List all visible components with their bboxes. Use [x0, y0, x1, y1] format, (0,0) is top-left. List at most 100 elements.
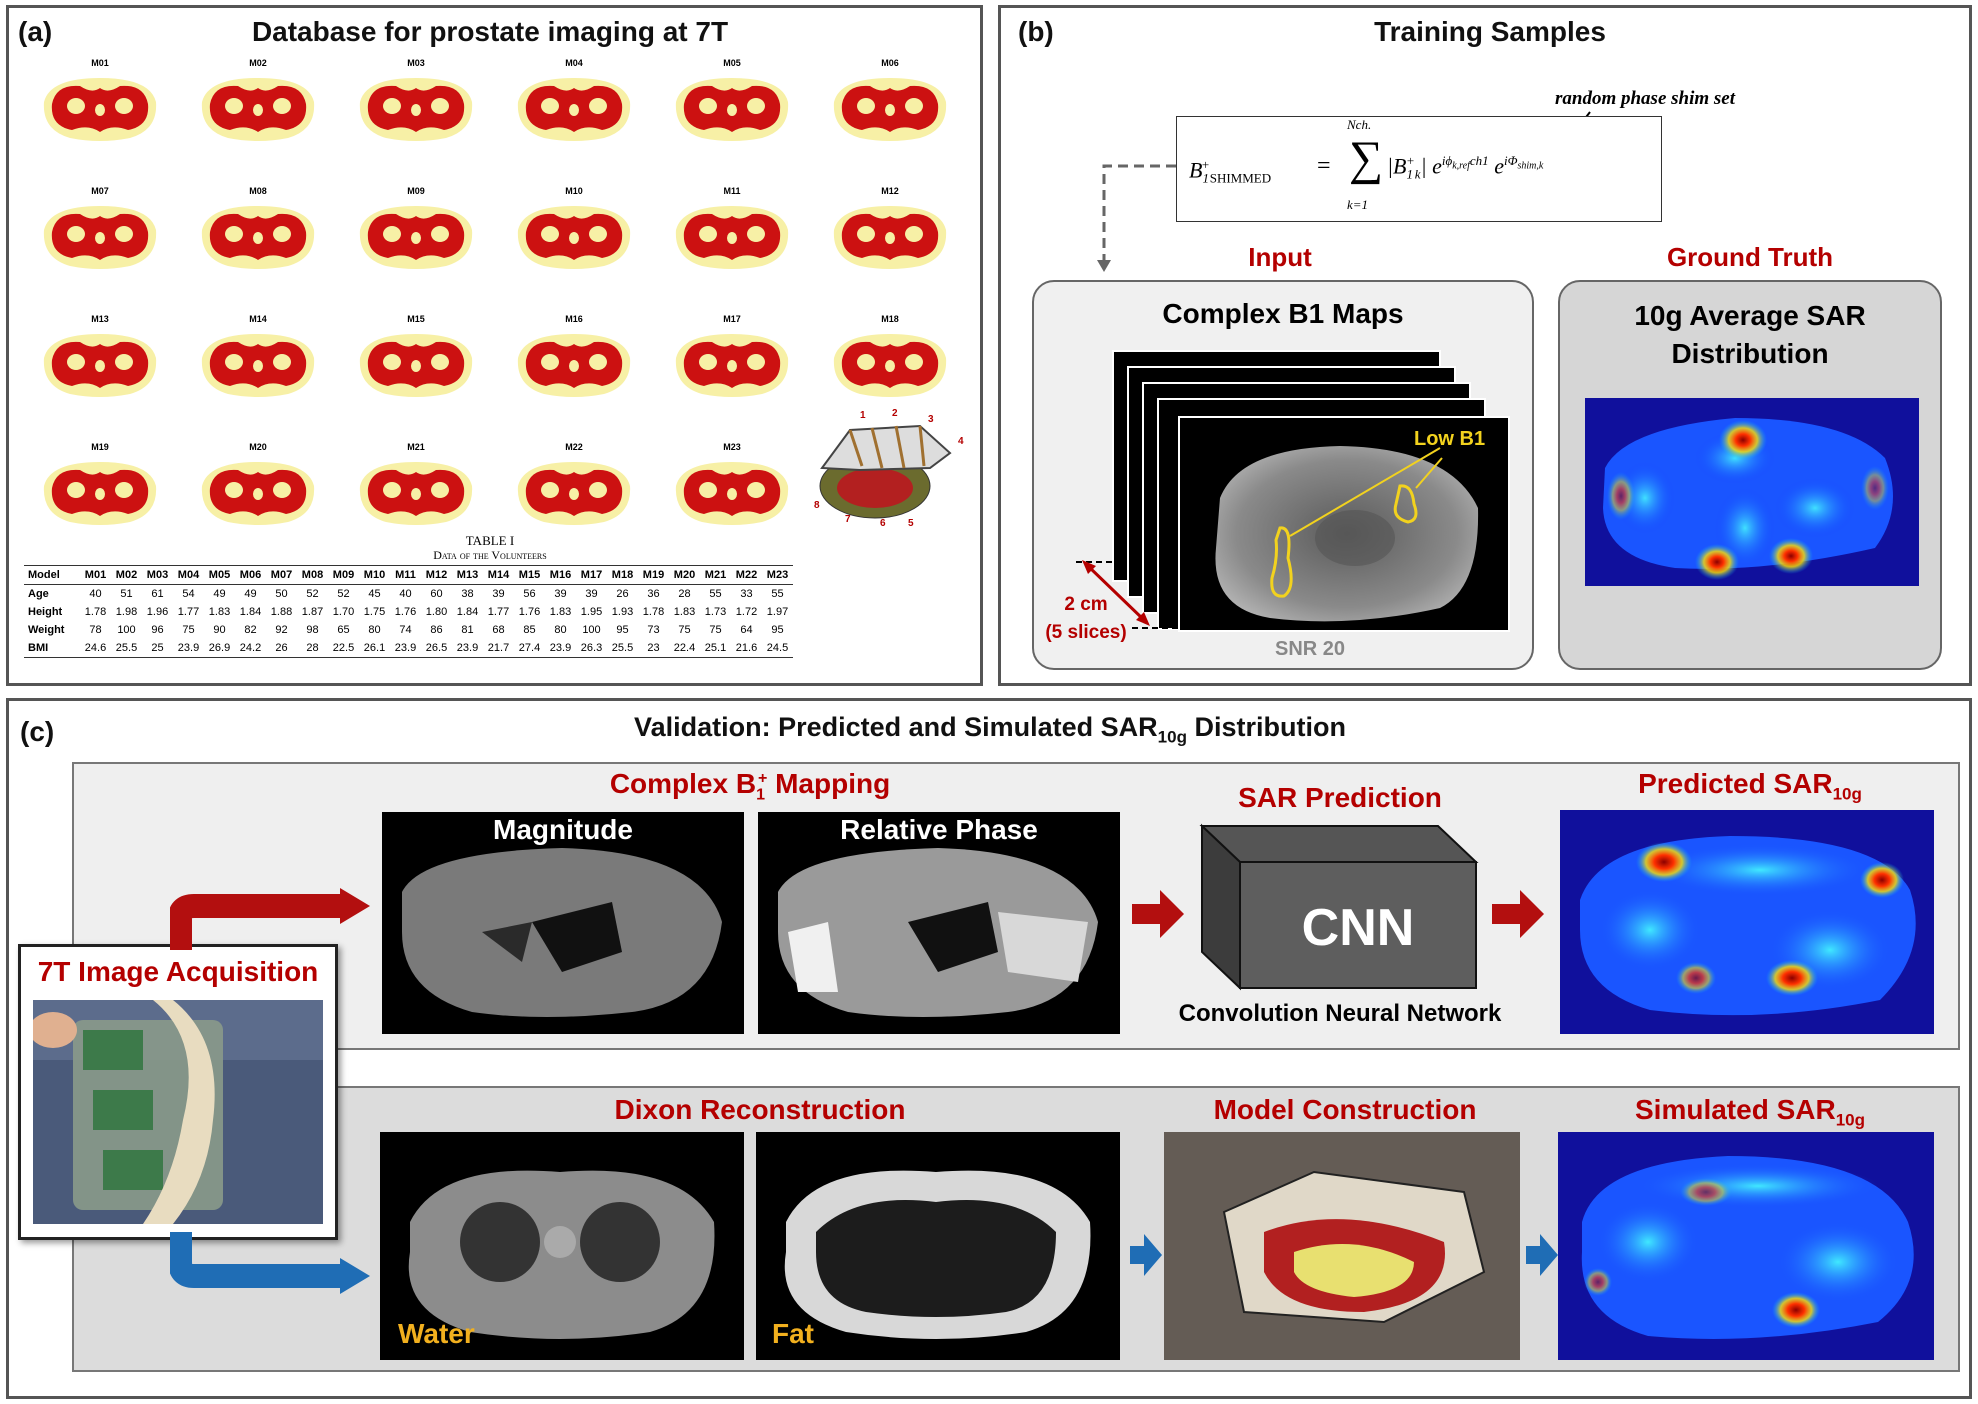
coil-inner-ellipse: [837, 468, 913, 508]
eq-sum: ∑: [1349, 132, 1384, 185]
table-cell: 100: [117, 624, 136, 636]
model-label: M03: [407, 58, 425, 68]
pelvis-model-image: [517, 462, 631, 525]
model-label: M21: [407, 442, 425, 452]
table-cell: 55: [771, 588, 784, 600]
table-header-cell: M22: [731, 565, 762, 585]
panel-c-label: (c): [20, 716, 55, 747]
table-cell: 21.7: [483, 639, 514, 658]
table-cell: 98: [306, 624, 319, 636]
table-header-cell: M13: [452, 565, 483, 585]
pelvis-model-image: [833, 78, 947, 141]
blue-branch-arrow: [170, 1232, 370, 1294]
table-cell: 26.3: [576, 639, 607, 658]
table-cell: 52: [337, 588, 350, 600]
table-cell: 1.78: [84, 606, 107, 618]
model-label: M02: [249, 58, 267, 68]
pelvis-model-image: [201, 334, 315, 397]
table-header-cell: M02: [111, 565, 142, 585]
sar-prediction-title: SAR Prediction: [1238, 782, 1442, 813]
arrow-to-model: [1130, 1234, 1162, 1276]
equation-box: B1+SHIMMED = Nch. ∑ k=1 |B1+k| eiϕk,refc…: [1176, 116, 1662, 222]
pelvis-model-image: [675, 462, 789, 525]
table-cell: 1.84: [239, 606, 262, 618]
table-cell: 75: [678, 624, 691, 636]
table-cell: 86: [430, 624, 443, 636]
arrow-to-simulated: [1526, 1234, 1558, 1276]
table-cell: 68: [492, 624, 505, 636]
pelvis-model-image: [43, 462, 157, 525]
eq-equals: =: [1317, 153, 1331, 179]
panel-a-title: Database for prostate imaging at 7T: [251, 16, 729, 47]
table-cell: 78: [89, 624, 102, 636]
fat-image: [756, 1132, 1120, 1360]
model-label: M23: [723, 442, 741, 452]
table-cell: 80: [554, 624, 567, 636]
cnn-label: CNN: [1301, 899, 1415, 957]
dashed-connector: [1097, 164, 1176, 272]
gt-sar-map: [1585, 398, 1919, 586]
pelvis-model-image: [201, 206, 315, 269]
table-cell: 23.9: [173, 639, 204, 658]
pelvis-model-image: [675, 78, 789, 141]
pelvis-model-image: [359, 334, 473, 397]
table-cell: 81: [461, 624, 474, 636]
table-cell: 26: [266, 639, 297, 658]
table-header-cell: M08: [297, 565, 328, 585]
table-cell: 100: [582, 624, 601, 636]
table-cell: 25.1: [700, 639, 731, 658]
table-cell: 24.6: [80, 639, 111, 658]
table-cell: 61: [151, 588, 164, 600]
table-cell: 96: [151, 624, 164, 636]
table-cell: 26.5: [421, 639, 452, 658]
table-cell: 39: [554, 588, 567, 600]
model-label: M18: [881, 314, 899, 324]
model-label: M05: [723, 58, 741, 68]
water-image: [380, 1132, 744, 1360]
table-row-label: Height: [28, 606, 63, 618]
table-cell: 1.77: [177, 606, 200, 618]
model-label: M14: [249, 314, 267, 324]
table-cell: 82: [244, 624, 257, 636]
relative-phase-image: [758, 812, 1120, 1034]
coil-num-7: 7: [845, 514, 851, 525]
table-cell: 33: [740, 588, 753, 600]
model-construction-image: [1164, 1132, 1520, 1360]
table-header-cell: Model: [24, 565, 80, 585]
table-header-cell: M12: [421, 565, 452, 585]
table-cell: 74: [399, 624, 412, 636]
pelvis-model-image: [201, 462, 315, 525]
table-cell: 36: [647, 588, 660, 600]
model-label: M19: [91, 442, 109, 452]
table-cell: 95: [616, 624, 629, 636]
model-label: M08: [249, 186, 267, 196]
table-cell: 25.5: [111, 639, 142, 658]
table-cell: 1.72: [735, 606, 758, 618]
table-cell: 80: [368, 624, 381, 636]
slice-label-2: (5 slices): [1045, 622, 1127, 643]
table-header-cell: M01: [80, 565, 111, 585]
coil-num-4: 4: [958, 436, 964, 447]
model-construction-title: Model Construction: [1213, 1094, 1477, 1125]
model-label: M20: [249, 442, 267, 452]
pelvis-model-image: [517, 78, 631, 141]
table-cell: 1.70: [332, 606, 355, 618]
coil-num-3: 3: [928, 414, 934, 425]
table-cell: 39: [492, 588, 505, 600]
table-subcaption: Data of the Volunteers: [433, 548, 547, 562]
panel-b-label: (b): [1018, 16, 1054, 47]
table-header-cell: M07: [266, 565, 297, 585]
coil-num-5: 5: [908, 518, 914, 528]
table-header-cell: M18: [607, 565, 638, 585]
table-cell: 24.5: [762, 639, 793, 658]
model-label: M12: [881, 186, 899, 196]
table-cell: 73: [647, 624, 660, 636]
panel-a-label: (a): [18, 16, 53, 47]
table-cell: 1.96: [146, 606, 169, 618]
table-cell: 56: [523, 588, 536, 600]
slice-depth-arrow: [1076, 560, 1178, 629]
pelvis-model-image: [43, 206, 157, 269]
table-cell: 90: [213, 624, 226, 636]
